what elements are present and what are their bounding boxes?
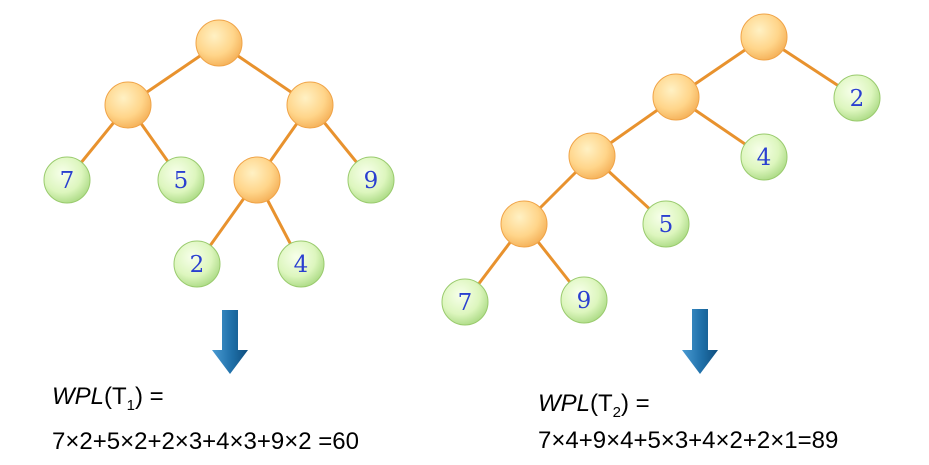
leaf-node-circle	[277, 240, 325, 288]
leaf-node-circle	[157, 156, 205, 204]
wpl-open: (T	[590, 390, 613, 417]
tree-2-internal-node	[500, 200, 548, 248]
tree-1-internal-node	[286, 81, 334, 129]
tree-2-internal-node	[568, 132, 616, 180]
tree-1-leaf-2: 2	[173, 240, 221, 288]
tree-1: 7 5 9 2 4	[43, 19, 395, 288]
leaf-node-circle	[642, 200, 690, 248]
tree-2: 2 4 5 7 9	[441, 13, 881, 326]
down-arrow-icon	[212, 310, 248, 374]
leaf-node-circle	[43, 156, 91, 204]
leaf-node-circle	[173, 240, 221, 288]
tree-2-leaf-7: 7	[441, 278, 489, 326]
leaf-node-label: 5	[659, 212, 674, 238]
leaf-node-circle	[560, 276, 608, 324]
down-arrow-icon	[682, 309, 718, 374]
tree-2-internal-node	[652, 73, 700, 121]
down-arrow-left	[212, 310, 248, 374]
tree-2-leaf-2: 2	[833, 74, 881, 122]
tree-1-leaf-5: 5	[157, 156, 205, 204]
leaf-node-label: 4	[757, 145, 772, 171]
leaf-node-circle	[347, 156, 395, 204]
leaf-node-label: 2	[190, 252, 205, 278]
leaf-node-circle	[740, 133, 788, 181]
tree-2-leaf-4: 4	[740, 133, 788, 181]
leaf-node-label: 9	[364, 168, 379, 194]
leaf-node-label: 2	[850, 86, 865, 112]
tree-1-edges	[65, 41, 373, 265]
tree-2-internal-node	[740, 13, 788, 61]
wpl-t1-expression: 7×2+5×2+2×3+4×3+9×2 =60	[52, 428, 359, 455]
wpl-t1-heading: WPL(T1) =	[52, 383, 164, 414]
wpl-open: (T	[104, 383, 127, 410]
wpl-t2-heading: WPL(T2) =	[538, 390, 650, 421]
leaf-node-label: 9	[577, 288, 592, 314]
leaf-node-label: 7	[60, 168, 75, 194]
tree-1-leaf-4: 4	[277, 240, 325, 288]
leaf-node-circle	[833, 74, 881, 122]
tree-1-internal-node	[233, 156, 281, 204]
wpl-close: ) =	[621, 390, 650, 417]
leaf-node-circle	[441, 278, 489, 326]
leaf-node-label: 7	[458, 290, 473, 316]
down-arrow-right	[682, 309, 718, 374]
leaf-node-label: 4	[294, 252, 309, 278]
wpl-subscript: 2	[612, 403, 622, 421]
tree-1-internal-node	[104, 81, 152, 129]
tree-1-leaf-9: 9	[347, 156, 395, 204]
tree-2-leaf-9: 9	[560, 276, 608, 324]
wpl-symbol: WPL	[52, 383, 105, 410]
tree-2-edges	[463, 35, 858, 303]
wpl-symbol: WPL	[538, 390, 591, 417]
tree-1-leaf-7: 7	[43, 156, 91, 204]
tree-2-leaf-5: 5	[642, 200, 690, 248]
wpl-subscript: 1	[126, 396, 136, 414]
wpl-t2-expression: 7×4+9×4+5×3+4×2+2×1=89	[538, 427, 839, 454]
wpl-close: ) =	[135, 383, 164, 410]
tree-1-internal-node	[195, 19, 243, 67]
leaf-node-label: 5	[174, 168, 189, 194]
